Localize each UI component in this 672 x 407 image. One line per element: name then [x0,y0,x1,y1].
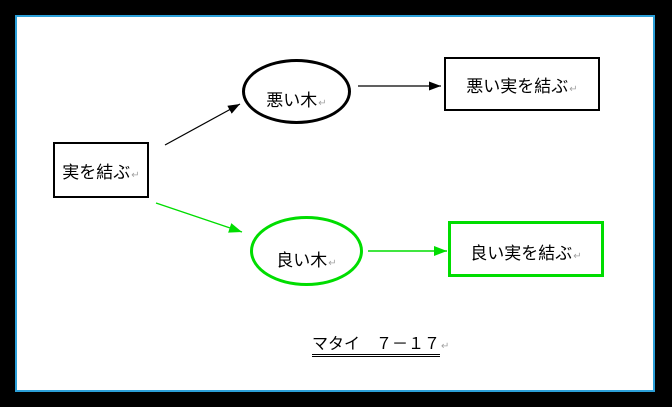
arrow-start-to-bad-tree[interactable] [164,103,241,146]
arrow-start-to-good-tree[interactable] [155,202,243,233]
paragraph-mark-icon: ↵ [441,341,450,352]
node-bad-fruit-label-wrap: 悪い実を結ぶ↵ [466,78,577,95]
paragraph-mark-icon: ↵ [569,83,578,95]
node-good-fruit-label-wrap: 良い実を結ぶ↵ [470,245,581,262]
node-bad-tree-label: 悪い木 [266,91,318,110]
paragraph-mark-icon: ↵ [318,98,327,109]
node-good-tree-ellipse[interactable]: 良い木↵ [250,216,363,286]
node-good-fruit-box[interactable]: 良い実を結ぶ↵ [448,221,604,277]
paragraph-mark-icon: ↵ [328,257,337,269]
node-start-label: 実を結ぶ [62,162,131,182]
paragraph-mark-icon: ↵ [573,250,582,262]
node-bad-tree-ellipse[interactable]: 悪い木↵ [242,59,351,124]
node-good-fruit-label: 良い実を結ぶ [470,243,573,263]
caption: マタイ ７－１７↵ [312,336,450,357]
node-good-tree-label: 良い木 [276,250,328,270]
node-good-tree-label-wrap: 良い木↵ [276,252,336,269]
node-bad-fruit-label: 悪い実を結ぶ [466,76,569,96]
caption-text: マタイ ７－１７ [312,336,441,357]
node-start-box[interactable]: 実を結ぶ↵ [53,142,149,198]
node-start-label-wrap: 実を結ぶ↵ [62,164,139,181]
paragraph-mark-icon: ↵ [131,169,140,181]
node-bad-tree-label-wrap: 悪い木↵ [266,92,326,109]
node-bad-fruit-box[interactable]: 悪い実を結ぶ↵ [444,57,600,111]
